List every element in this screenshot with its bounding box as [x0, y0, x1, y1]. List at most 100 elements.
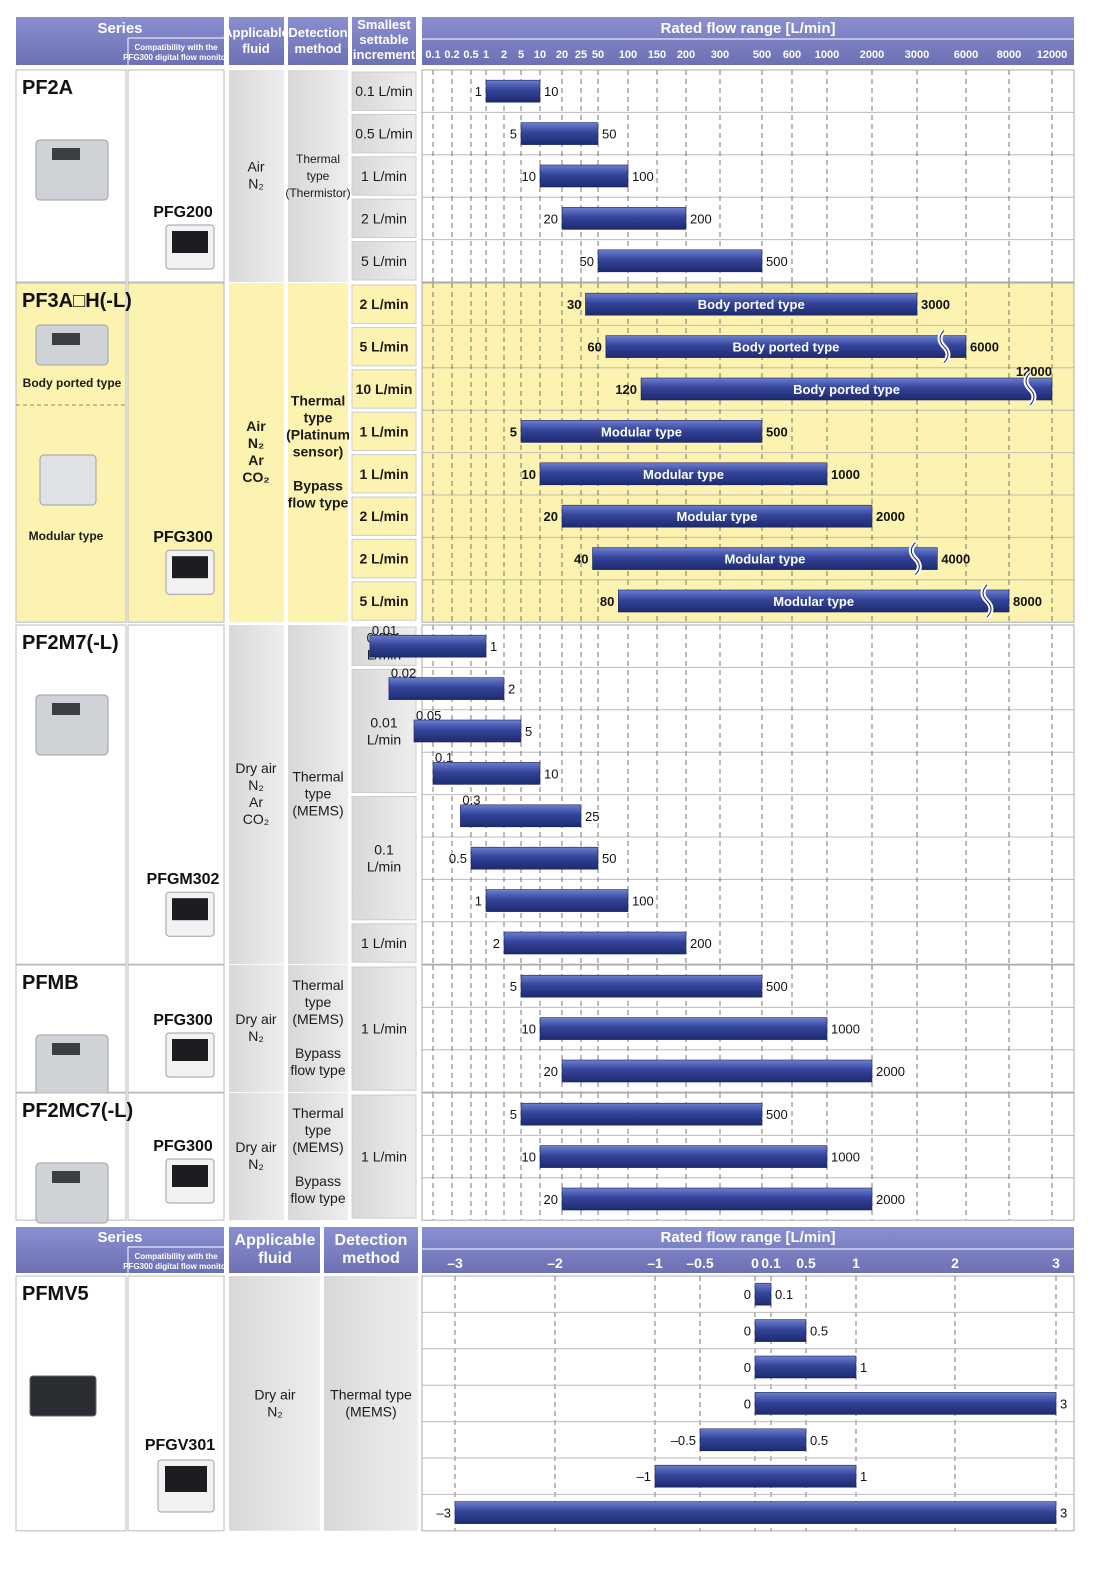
x-tick-label: 0	[751, 1255, 759, 1271]
x-tick-label: 3000	[905, 49, 929, 61]
method-label: flow type	[290, 1190, 345, 1206]
method-cell	[324, 1276, 418, 1531]
header-method-cell	[288, 17, 348, 65]
chart-area-cell	[422, 70, 1074, 282]
increment-cell	[351, 241, 417, 281]
axis-break	[939, 330, 949, 363]
monitor-name: PFG300	[153, 1012, 213, 1029]
x-tick-label: 1	[483, 49, 489, 61]
range-min-label: 0.1	[435, 750, 453, 765]
x-tick-label: 10	[534, 49, 546, 61]
range-bar	[640, 377, 1053, 401]
range-max-label: 100	[632, 894, 654, 909]
header-series-cell	[16, 17, 224, 65]
range-max-label: 500	[766, 1107, 788, 1122]
x-tick-label: 2	[951, 1255, 959, 1271]
range-max-label: 200	[690, 211, 712, 226]
range-max-label: 2000	[876, 509, 905, 524]
range-bar	[539, 1017, 828, 1040]
range-min-label: 20	[544, 1064, 558, 1079]
fluid-label: CO₂	[243, 811, 269, 827]
method-label: (Platinum	[286, 427, 350, 443]
increment-label: 1 L/min	[359, 423, 408, 439]
method-label: (Thermistor)	[285, 186, 350, 200]
increment-label: 5 L/min	[359, 339, 408, 355]
increment-label: 0.5 L/min	[355, 126, 413, 142]
range-bar	[485, 889, 629, 912]
increment-label: 1 L/min	[361, 1149, 407, 1165]
increment-cell	[351, 923, 417, 963]
range-max-label: 0.1	[775, 1287, 793, 1302]
x-tick-label: 600	[783, 49, 801, 61]
method-label: type	[305, 1122, 332, 1138]
x-tick-label: 0.1	[761, 1255, 781, 1271]
range-min-label: 0.05	[416, 708, 441, 723]
group-frame	[421, 282, 1075, 623]
range-bar	[561, 504, 873, 528]
x-tick-label: 0.2	[444, 49, 459, 61]
fluid-cell	[229, 1093, 284, 1221]
header-range-cell	[422, 1227, 1074, 1273]
method-cell	[288, 283, 348, 623]
range-min-label: 1	[475, 894, 482, 909]
range-max-label: 1000	[831, 1150, 860, 1165]
increment-cell	[351, 581, 417, 621]
group-frame	[421, 69, 1075, 283]
header-compat-label: PFG300 digital flow monitor	[123, 1262, 229, 1271]
method-cell	[288, 625, 348, 965]
method-label: flow type	[290, 1062, 345, 1078]
range-max-label: 2	[508, 682, 515, 697]
series-name: PF2M7(-L)	[22, 632, 119, 654]
fluid-label: N₂	[248, 435, 264, 451]
fluid-label: Ar	[249, 794, 263, 810]
range-min-label: 0.5	[449, 851, 467, 866]
range-bar	[754, 1282, 772, 1306]
header-series-cell	[16, 1227, 224, 1273]
increment-label: 5 L/min	[361, 253, 407, 269]
range-max-label: 1000	[831, 467, 860, 482]
range-min-label: 20	[544, 211, 558, 226]
fluid-cell	[229, 283, 284, 623]
series-name: PF2A	[22, 77, 73, 99]
increment-label: 2 L/min	[359, 551, 408, 567]
increment-label: 5 L/min	[359, 593, 408, 609]
range-max-label: 3000	[921, 297, 950, 312]
axis-break	[982, 584, 992, 618]
header-fluid-label: Applicable	[223, 25, 289, 40]
range-bar	[432, 762, 541, 785]
range-min-label: 10	[522, 1150, 536, 1165]
x-tick-label: 20	[556, 49, 568, 61]
fluid-cell	[229, 965, 284, 1093]
range-bar	[470, 846, 599, 870]
increment-cell	[351, 71, 417, 111]
fluid-label: N₂	[267, 1403, 283, 1419]
header-method-label: method	[295, 41, 342, 56]
range-min-label: 0	[744, 1324, 751, 1339]
range-max-label: 0.5	[810, 1433, 828, 1448]
range-bar	[754, 1319, 807, 1342]
x-tick-label: 1	[852, 1255, 860, 1271]
range-bar	[618, 589, 1010, 613]
range-max-label: 4000	[941, 552, 970, 567]
header-fluid-label: fluid	[258, 1250, 292, 1267]
bar-type-label: Modular type	[724, 552, 805, 567]
range-max-label: 3	[1060, 1396, 1067, 1411]
increment-label: 1 L/min	[361, 168, 407, 184]
monitor-name: PFG200	[153, 204, 213, 221]
x-tick-label: 50	[592, 49, 604, 61]
range-min-label: –3	[437, 1506, 451, 1521]
increment-label: 2 L/min	[359, 508, 408, 524]
increment-label: 1 L/min	[359, 466, 408, 482]
monitor-name: PFGM302	[147, 871, 220, 888]
monitor-display	[172, 898, 208, 921]
bar-type-label: Modular type	[773, 594, 854, 609]
x-tick-label: 2000	[860, 49, 884, 61]
series-cell	[15, 624, 127, 965]
range-min-label: 10	[522, 169, 536, 184]
fluid-label: N₂	[248, 1028, 264, 1044]
range-bar	[388, 677, 505, 700]
range-bar	[460, 804, 582, 828]
increment-label: 2 L/min	[359, 296, 408, 312]
method-label: Thermal	[292, 769, 343, 785]
fluid-label: Air	[247, 159, 264, 175]
